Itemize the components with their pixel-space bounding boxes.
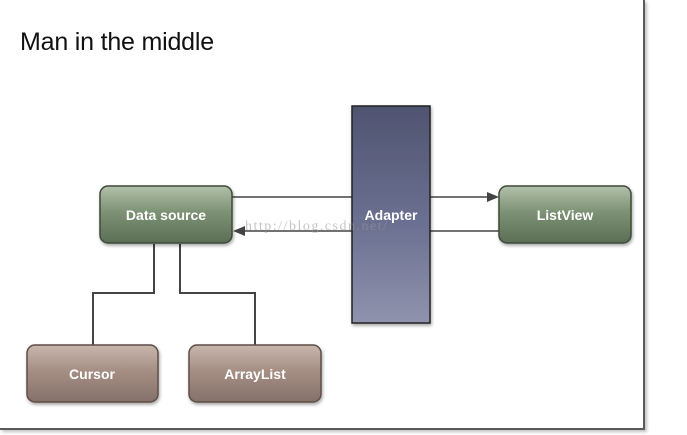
arraylist-label: ArrayList [224, 366, 286, 382]
data-source-node: Data source [99, 185, 233, 244]
adapter-label: Adapter [365, 207, 418, 223]
diagram-title: Man in the middle [20, 28, 214, 56]
cursor-node: Cursor [26, 344, 159, 403]
arraylist-box [188, 344, 322, 403]
listview-box [498, 185, 632, 244]
adapter-node: Adapter [351, 105, 431, 324]
arrowhead-to-listview [487, 192, 499, 202]
adapter-box [351, 105, 431, 324]
watermark-text: http://blog.csdn.net/ [245, 219, 389, 234]
listview-node: ListView [498, 185, 632, 244]
connector-datasource-cursor [92, 244, 155, 345]
arrowhead-to-datasource [233, 226, 245, 236]
cursor-box [26, 344, 159, 403]
arraylist-node: ArrayList [188, 344, 322, 403]
data-source-label: Data source [126, 207, 206, 223]
data-source-box [99, 185, 233, 244]
listview-label: ListView [537, 207, 594, 223]
cursor-label: Cursor [69, 366, 115, 382]
connector-datasource-arraylist [179, 244, 256, 345]
